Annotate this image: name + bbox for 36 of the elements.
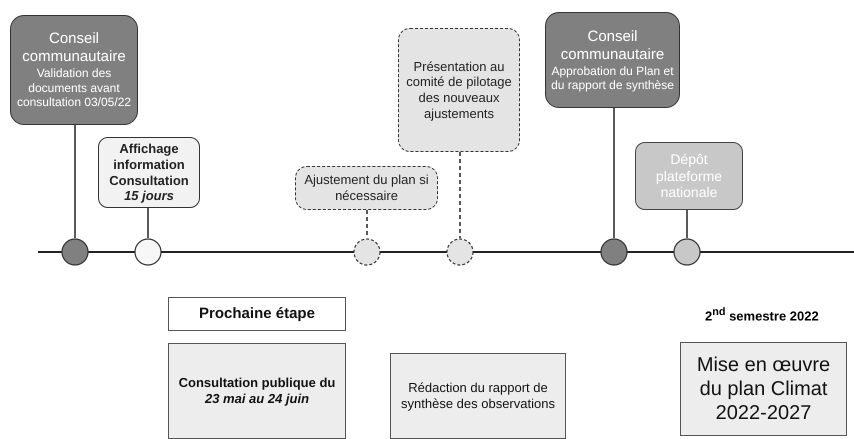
connector-line [366, 210, 368, 238]
milestone-circle [446, 238, 474, 266]
milestone-box [10, 15, 138, 125]
connector-line [686, 210, 688, 238]
milestone-text: 23 mai au 24 juin [204, 391, 310, 407]
milestone-title: Ajustement du plan si nécessaire [303, 172, 430, 204]
milestone-title: Présentation au comité de pilotage des nouveaux ajustements [405, 58, 513, 122]
milestone-box [635, 142, 743, 210]
connector-line [147, 208, 149, 238]
milestone-title: Rédaction du rapport de synthèse des observations [400, 380, 556, 412]
milestone-circle [134, 238, 162, 266]
step-box [168, 343, 346, 439]
step-box [168, 297, 346, 331]
milestone-title: Consultation publique du [178, 375, 336, 391]
milestone-box [398, 28, 520, 152]
milestone-title: Conseil communautaire [560, 28, 666, 64]
connector-line [74, 125, 76, 238]
date-label: 2$^{nd}$ semestre 2022 [705, 306, 819, 324]
step-box [390, 353, 566, 439]
milestone-box [295, 166, 438, 210]
milestone-circle [600, 238, 628, 266]
milestone-text: Approbation du Plan et du rapport de synthèse [550, 64, 675, 92]
milestone-circle [353, 238, 381, 266]
step-box [680, 342, 847, 436]
milestone-title: Prochaine étape [199, 305, 315, 323]
milestone-circle [673, 238, 701, 266]
milestone-box [98, 137, 200, 208]
milestone-text: Validation des documents avant consultation 03/05/22 [16, 66, 132, 110]
connector-line [613, 108, 615, 238]
milestone-circle [61, 238, 89, 266]
milestone-title: Affichage information Consultation [108, 141, 190, 188]
milestone-title: Mise en œuvre du plan Climat 2022-2027 [696, 353, 832, 425]
milestone-text: 15 jours [124, 188, 174, 204]
milestone-box [545, 12, 680, 108]
milestone-title: Conseil communautaire [21, 30, 127, 66]
connector-line [459, 152, 461, 238]
